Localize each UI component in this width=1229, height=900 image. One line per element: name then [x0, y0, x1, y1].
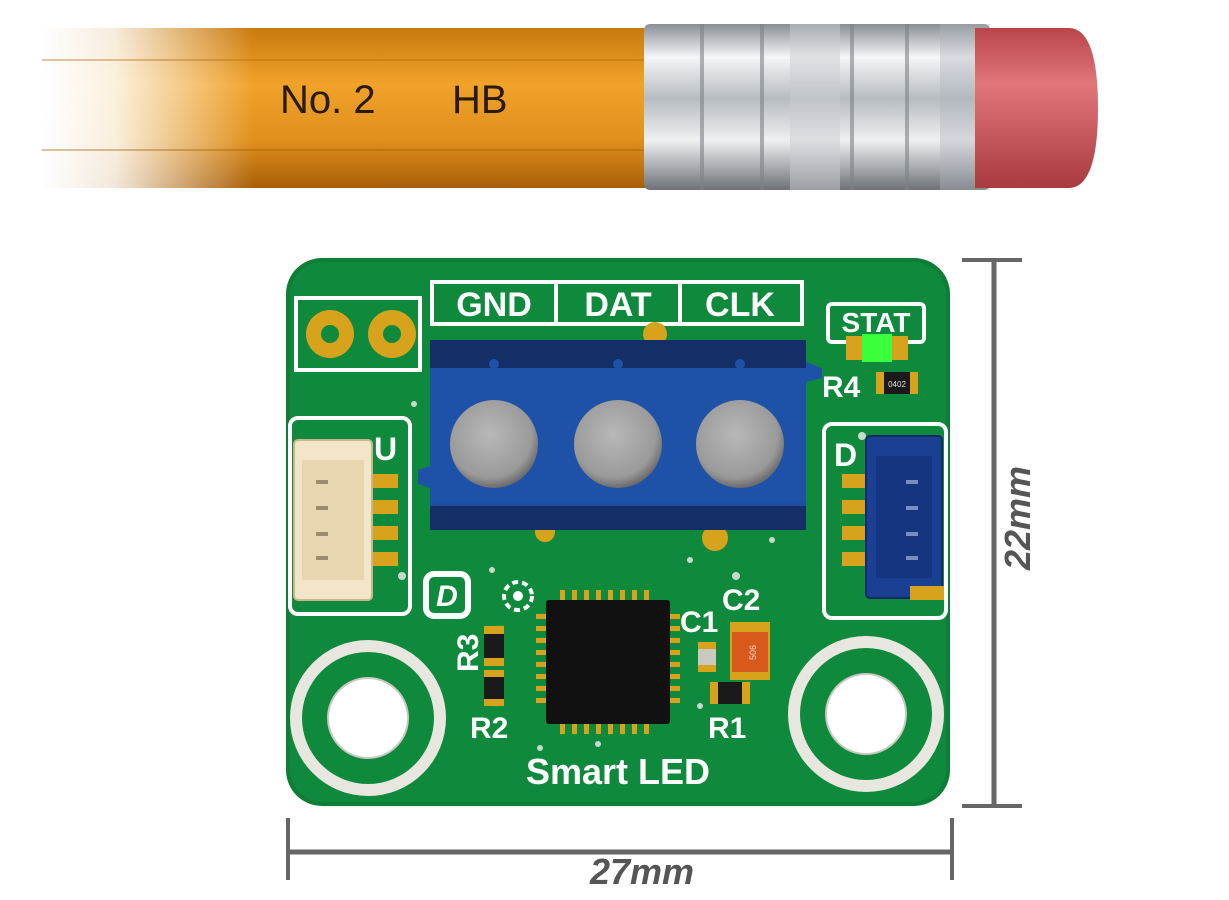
status-led-area: STAT: [826, 302, 926, 362]
screw-gnd: [450, 400, 538, 488]
resistor-r2: [484, 670, 504, 706]
connector-up-label: U: [374, 431, 397, 467]
r2-label: R2: [470, 712, 508, 745]
connector-down: D: [822, 422, 948, 620]
vias: [398, 401, 866, 751]
capacitor-c1: [698, 642, 716, 672]
svg-text:D: D: [436, 580, 458, 613]
resistor-r4: 0402: [876, 372, 918, 394]
height-dimension-label: 22mm: [997, 466, 1038, 571]
terminal-labels: GND DAT CLK: [430, 280, 804, 326]
resistor-r3: [484, 626, 504, 666]
terminal-label-gnd: GND: [456, 286, 532, 324]
width-dimension: 27mm: [286, 818, 954, 892]
status-led: [862, 334, 892, 362]
mounting-hole-left: [290, 640, 446, 796]
resistor-r1: [710, 682, 750, 704]
svg-text:0402: 0402: [888, 380, 906, 389]
brand-logo: D: [423, 571, 534, 619]
pencil-ferrule: [644, 24, 990, 190]
status-label: STAT: [842, 307, 911, 338]
mounting-hole-right: [788, 636, 944, 792]
pcb-board: GND DAT CLK STAT: [286, 258, 950, 806]
connector-down-label: D: [834, 437, 857, 473]
r3-label: R3: [452, 634, 485, 672]
height-dimension: 22mm: [962, 258, 1038, 808]
r4-label: R4: [822, 371, 861, 404]
width-dimension-label: 27mm: [589, 851, 694, 892]
power-pads: [294, 296, 422, 372]
svg-text:506: 506: [748, 645, 758, 660]
capacitor-c2: 506: [730, 622, 770, 680]
board-name: Smart LED: [526, 751, 710, 792]
r1-label: R1: [708, 712, 746, 745]
pencil-eraser: [975, 28, 1098, 188]
pencil: No. 2 HB: [42, 24, 1098, 190]
c1-label: C1: [680, 606, 718, 639]
c2-label: C2: [722, 584, 760, 617]
screw-dat: [574, 400, 662, 488]
screw-terminal-block: [418, 340, 822, 530]
connector-up: U: [288, 416, 412, 616]
pencil-imprint-hardness: HB: [452, 78, 508, 122]
screw-clk: [696, 400, 784, 488]
terminal-label-clk: CLK: [705, 286, 775, 324]
terminal-label-dat: DAT: [584, 286, 652, 324]
pencil-imprint-grade: No. 2: [280, 78, 376, 122]
microcontroller-chip: [534, 588, 682, 736]
